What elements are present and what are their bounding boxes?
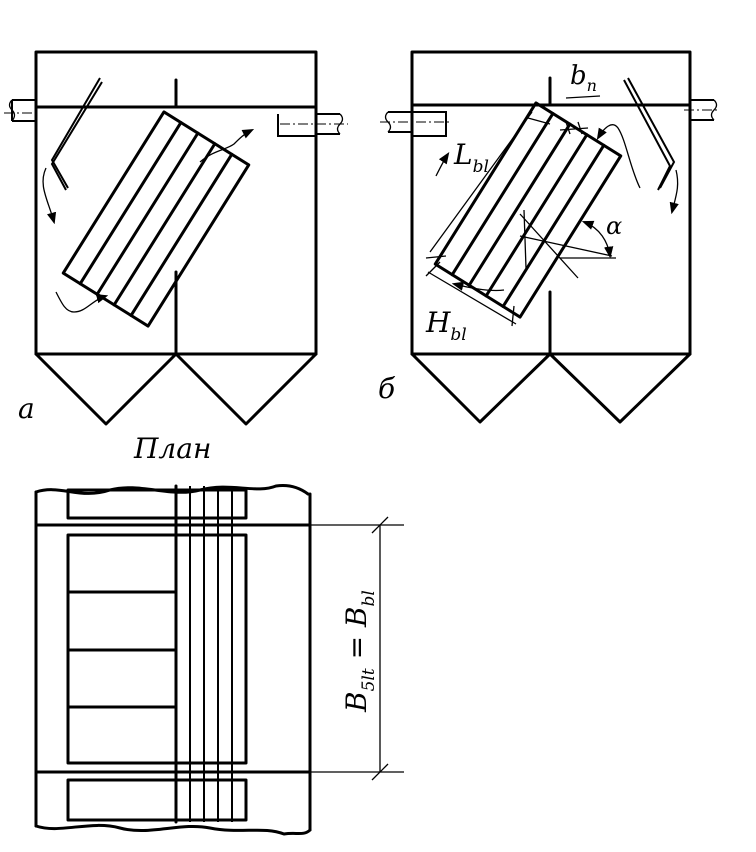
flow-arrow-a3 bbox=[199, 128, 255, 163]
label-alpha: α bbox=[606, 212, 622, 240]
dimension-H-bl bbox=[425, 261, 517, 327]
flow-arrow-b2 bbox=[596, 124, 641, 189]
flow-arrow-b3 bbox=[435, 152, 450, 177]
figure-a: а bbox=[4, 50, 348, 426]
flow-arrow-b4 bbox=[451, 281, 505, 292]
dimension-L-bl bbox=[425, 111, 551, 259]
inlet-pipe-a bbox=[11, 99, 36, 122]
flow-arrow-a1 bbox=[42, 167, 57, 225]
angle-alpha-construction bbox=[519, 209, 616, 279]
hoppers-b bbox=[410, 352, 692, 424]
plan-view: B5lt = Bbl bbox=[34, 484, 404, 836]
label-b: б bbox=[378, 372, 396, 405]
break-line-bottom bbox=[34, 823, 312, 836]
flow-arrow-a2 bbox=[55, 291, 109, 313]
dimension-b-n bbox=[559, 95, 601, 135]
label-b-n: bn bbox=[570, 61, 597, 95]
lamella-block-a bbox=[61, 110, 251, 328]
plan-lamella-plates bbox=[174, 484, 233, 824]
flow-arrow-b1 bbox=[669, 169, 679, 215]
label-L-bl: Lbl bbox=[453, 138, 489, 177]
deflector-a bbox=[50, 81, 103, 191]
outlet-pipe-b bbox=[690, 99, 714, 121]
label-H-bl: Hbl bbox=[425, 306, 467, 345]
hoppers-a bbox=[34, 352, 318, 426]
figure-b: Lbl Hbl bn α б bbox=[378, 50, 720, 424]
label-a: а bbox=[18, 392, 35, 425]
inlet-box-b bbox=[388, 111, 447, 137]
label-plan: План bbox=[133, 432, 211, 465]
lamella-block-b bbox=[433, 101, 623, 319]
dimension-B bbox=[310, 516, 404, 781]
deflector-b bbox=[623, 79, 672, 191]
label-B: B5lt = Bbl bbox=[340, 590, 379, 713]
outlet-box-a bbox=[277, 113, 340, 137]
